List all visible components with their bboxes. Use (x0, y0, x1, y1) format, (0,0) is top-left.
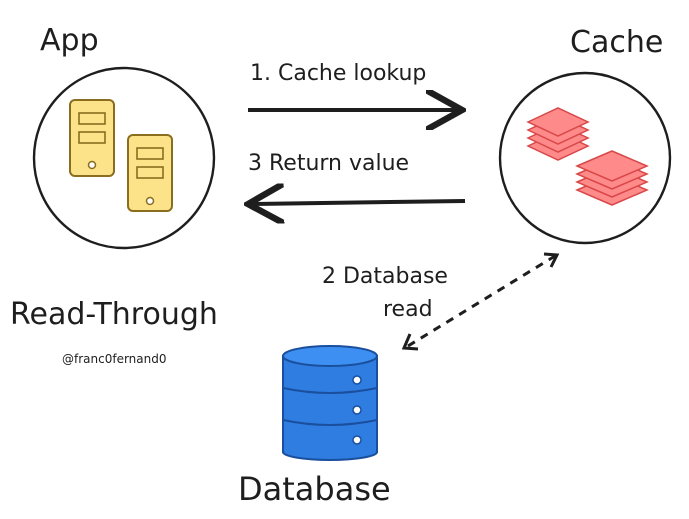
cache-node-circle (498, 71, 672, 245)
edge-return-label: 3 Return value (248, 151, 409, 176)
app-label: App (40, 23, 99, 58)
dashed-arrowhead-down (401, 333, 419, 351)
app-node-circle (32, 66, 216, 250)
cache-stack-icon (526, 107, 590, 161)
database-icon (282, 345, 378, 461)
edge-lookup-label: 1. Cache lookup (250, 61, 426, 86)
edge-db-read-line1: 2 Database (322, 264, 448, 289)
cache-label: Cache (570, 25, 663, 60)
edge-db-read-line2: read (383, 297, 433, 322)
author-handle: @franc0fernand0 (62, 352, 167, 366)
database-label: Database (238, 470, 391, 508)
cache-stack-icon (575, 150, 649, 206)
mobile-device-icon (69, 99, 115, 177)
diagram-title: Read-Through (10, 297, 218, 332)
arrow-to-app (252, 201, 466, 204)
dashed-arrowhead-up (543, 252, 560, 268)
mobile-device-icon (127, 134, 173, 212)
